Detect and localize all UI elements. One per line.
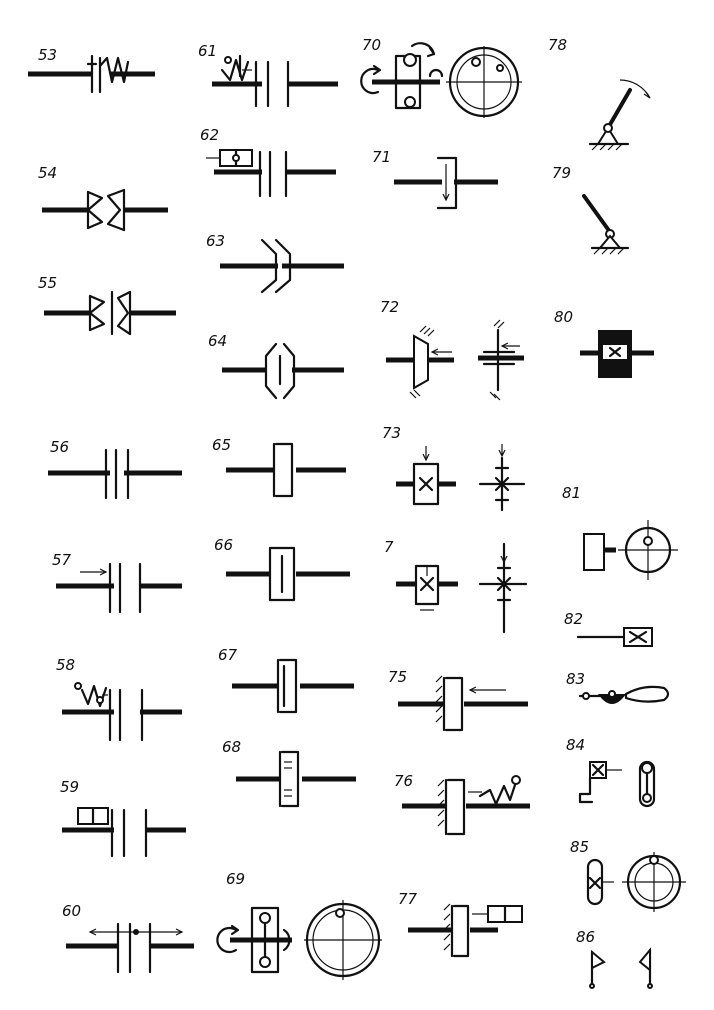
symbol-number: 57 <box>52 551 72 569</box>
symbol-number: 71 <box>372 148 391 166</box>
symbol-60: 60 <box>62 902 194 974</box>
symbol-number: 64 <box>208 332 227 350</box>
symbol-number: 68 <box>222 738 241 756</box>
symbol-number: 85 <box>570 838 589 856</box>
symbol-number: 66 <box>214 536 233 554</box>
symbol-number: 67 <box>218 646 238 664</box>
symbol-74: 7 <box>384 538 528 634</box>
symbol-61: 61 <box>198 42 338 108</box>
symbol-number: 81 <box>562 484 581 502</box>
symbol-72: 72 <box>380 298 524 401</box>
symbol-number: 72 <box>380 298 399 316</box>
symbol-86: 86 <box>576 928 653 989</box>
symbol-57: 57 <box>52 551 182 614</box>
symbol-80: 80 <box>554 308 654 378</box>
symbol-63: 63 <box>206 232 344 294</box>
symbol-number: 65 <box>212 436 231 454</box>
symbol-number: 83 <box>566 670 585 688</box>
symbol-number: 82 <box>564 610 583 628</box>
symbol-85: 85 <box>570 838 686 912</box>
symbol-number: 61 <box>198 42 217 60</box>
symbol-68: 68 <box>222 738 356 808</box>
symbol-number: 54 <box>38 164 57 182</box>
symbol-65: 65 <box>212 436 346 498</box>
symbol-76: 76 <box>394 772 530 836</box>
symbol-56: 56 <box>48 438 182 500</box>
symbol-number: 86 <box>576 928 595 946</box>
symbol-number: 7 <box>384 538 394 556</box>
symbol-59: 59 <box>60 778 186 858</box>
symbol-number: 79 <box>552 164 571 182</box>
symbol-55: 55 <box>38 274 176 336</box>
symbol-number: 75 <box>388 668 407 686</box>
symbol-number: 58 <box>56 656 75 674</box>
symbol-54: 54 <box>38 164 168 232</box>
symbol-66: 66 <box>214 536 350 602</box>
symbol-71: 71 <box>372 148 498 210</box>
symbol-64: 64 <box>208 332 344 400</box>
symbol-75: 75 <box>388 668 528 732</box>
symbol-84: 84 <box>566 736 656 808</box>
symbol-number: 63 <box>206 232 225 250</box>
symbol-number: 73 <box>382 424 401 442</box>
symbol-number: 70 <box>362 36 381 54</box>
symbol-79: 79 <box>552 164 630 255</box>
symbol-number: 80 <box>554 308 573 326</box>
symbol-number: 55 <box>38 274 57 292</box>
symbol-number: 78 <box>548 36 567 54</box>
symbol-number: 69 <box>226 870 245 888</box>
symbol-53: 53 <box>28 46 155 94</box>
symbol-number: 76 <box>394 772 413 790</box>
symbol-78: 78 <box>548 36 651 151</box>
symbol-73: 73 <box>382 424 526 512</box>
symbol-69: 69 <box>216 870 382 980</box>
symbol-number: 56 <box>50 438 69 456</box>
symbol-number: 60 <box>62 902 81 920</box>
symbol-number: 84 <box>566 736 585 754</box>
symbol-number: 53 <box>38 46 57 64</box>
symbol-67: 67 <box>218 646 354 714</box>
symbol-83: 83 <box>566 670 670 704</box>
symbol-number: 77 <box>398 890 418 908</box>
symbol-70: 70 <box>360 36 522 118</box>
symbol-81: 81 <box>562 484 678 580</box>
symbol-number: 62 <box>200 126 219 144</box>
symbol-58: 58 <box>56 656 182 742</box>
symbol-82: 82 <box>564 610 653 647</box>
symbol-77: 77 <box>398 890 523 958</box>
symbol-62: 62 <box>200 126 336 198</box>
symbol-number: 59 <box>60 778 79 796</box>
